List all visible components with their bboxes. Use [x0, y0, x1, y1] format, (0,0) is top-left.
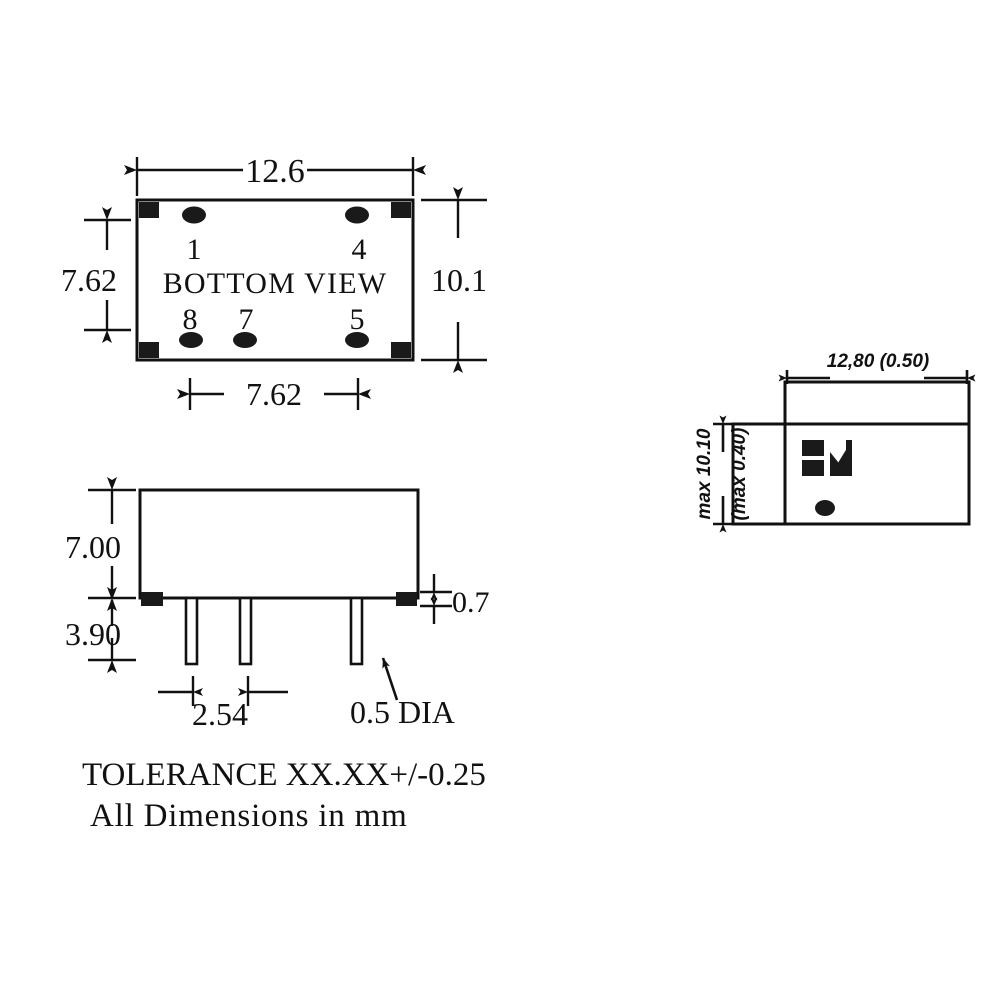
package-outline-bottom-view: [135, 198, 415, 362]
corner-pad-top-right: [391, 202, 411, 218]
note-units: All Dimensions in mm: [90, 798, 408, 834]
pin-dot-5: [345, 332, 369, 348]
logo-square-bottom: [802, 460, 824, 476]
dimension-pin-pitch: 2.54: [158, 676, 288, 732]
logo-square-top: [802, 440, 824, 456]
corner-pad-bottom-right: [391, 342, 411, 358]
pin-number-8: 8: [183, 303, 198, 336]
dim-label-body-height: 7.00: [65, 529, 121, 565]
side-view-pin-2: [238, 596, 253, 666]
dim-label-standoff: 0.7: [452, 586, 490, 619]
dimension-width-top: 12.6: [124, 153, 426, 196]
pin-number-4: 4: [352, 233, 367, 266]
dim-label-width-bottom: 7.62: [246, 376, 302, 412]
detail-dimension-width: 12,80 (0.50): [778, 351, 976, 384]
leader-pin-diameter: 0.5 DIA: [350, 657, 455, 730]
pin-dot-7: [233, 332, 257, 348]
dim-label-height-left: 7.62: [61, 262, 117, 298]
manufacturer-logo-mark: [802, 440, 852, 476]
pin-dot-8: [179, 332, 203, 348]
dim-label-pin-diameter: 0.5 DIA: [350, 694, 455, 730]
standoff-tab-right: [396, 592, 417, 606]
detail-pin-dot: [815, 500, 835, 516]
package-outline-side-view: [138, 488, 420, 600]
dim-label-pin-pitch: 2.54: [192, 696, 248, 732]
dimension-width-bottom: 7.62: [177, 376, 371, 412]
detail-dim-label-height: max 10.10: [694, 428, 715, 519]
dim-label-pin-length: 3.90: [65, 616, 121, 652]
detail-dim-label-width: 12,80 (0.50): [827, 351, 929, 372]
pin-dot-4: [345, 206, 369, 224]
note-tolerance: TOLERANCE XX.XX+/-0.25: [82, 757, 486, 793]
pin-number-7: 7: [239, 303, 254, 336]
notes-group: TOLERANCE XX.XX+/-0.25 All Dimensions in…: [82, 757, 486, 834]
dimension-body-height: 7.00: [65, 477, 136, 611]
dimension-pin-length: 3.90: [65, 587, 136, 673]
dim-label-width-top: 12.6: [245, 153, 305, 190]
side-view-pin-3: [349, 596, 364, 666]
detail-dimension-height: max 10.10: [694, 415, 733, 533]
detail-dim-label-standoff: (max 0.40): [729, 428, 750, 521]
corner-pad-top-left: [139, 202, 159, 218]
pin-dot-1: [182, 206, 206, 224]
dim-label-height-right: 10.1: [431, 262, 487, 298]
standoff-tab-left: [141, 592, 163, 606]
dimension-standoff: 0.7: [420, 574, 490, 624]
dimension-height-right: 10.1: [421, 187, 487, 373]
logo-diagonal: [830, 440, 852, 476]
pin-number-5: 5: [350, 303, 365, 336]
side-view-pin-1: [184, 596, 199, 666]
detail-view-group: 12,80 (0.50) max 10.10 (max 0.40): [694, 351, 976, 533]
bottom-view-group: 12.6 1 4 8 7 5 BOTTOM VIEW: [61, 153, 487, 412]
pin-number-1: 1: [187, 233, 202, 266]
corner-pad-bottom-left: [139, 342, 159, 358]
dimension-height-left: 7.62: [61, 207, 131, 343]
bottom-view-label: BOTTOM VIEW: [163, 267, 388, 300]
side-view-group: 7.00 3.90 0.7: [65, 477, 490, 732]
